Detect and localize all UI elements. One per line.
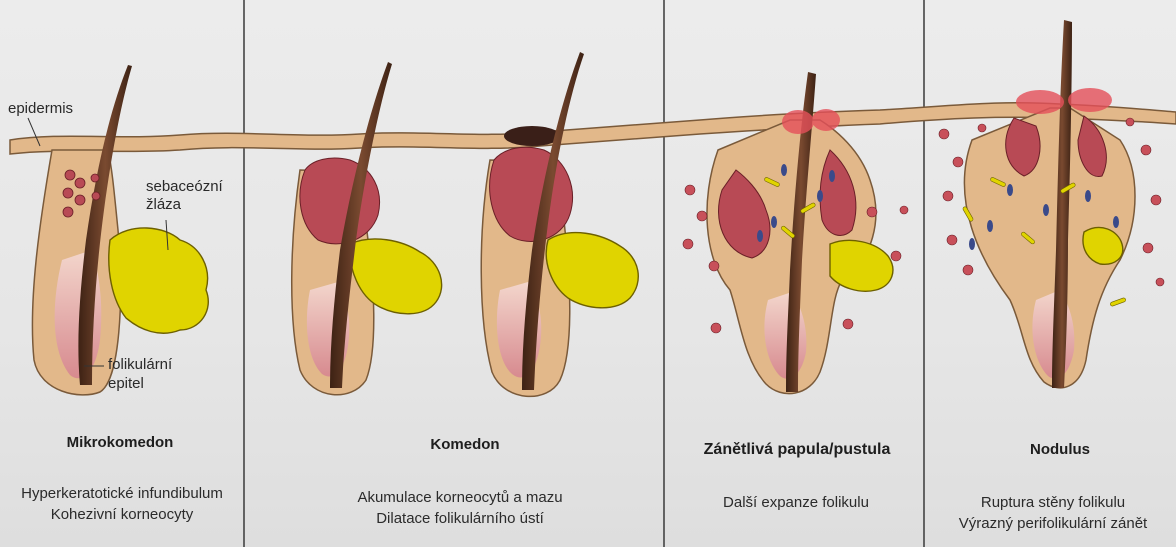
keratin-mass: [490, 147, 573, 241]
stage-title-mikrokomedon: Mikrokomedon: [20, 434, 220, 451]
stage-desc-line1: Akumulace korneocytů a mazu: [330, 488, 590, 508]
nodulus-drawing: [939, 20, 1164, 388]
stage-desc-line2: Dilatace folikulárního ústí: [330, 509, 590, 529]
label-sebaceous-gland-line1: sebaceózní: [146, 178, 223, 196]
stage-desc-line2: Kohezivní korneocyty: [0, 505, 244, 525]
komedon-drawing: [292, 52, 639, 396]
sebaceous-gland: [830, 240, 893, 291]
sebaceous-gland: [109, 228, 209, 333]
label-follicular-epithelium-line1: folikulární: [108, 356, 172, 374]
stage-desc-line1: Hyperkeratotické infundibulum: [0, 484, 244, 504]
label-epidermis: epidermis: [8, 100, 73, 118]
label-sebaceous-gland-line2: žláza: [146, 196, 181, 214]
keratin-mass: [300, 158, 380, 244]
stage-desc-line1: Další expanze folikulu: [676, 493, 916, 513]
stage-desc-line1: Ruptura stěny folikulu: [930, 493, 1176, 513]
stage-title-papula-pustula: Zánětlivá papula/pustula: [672, 441, 922, 459]
stage-title-komedon: Komedon: [340, 436, 590, 453]
blackhead-plug: [504, 126, 560, 146]
stage-desc-line2: Výrazný perifolikulární zánět: [930, 514, 1176, 534]
stage-title-nodulus: Nodulus: [950, 441, 1170, 458]
label-follicular-epithelium-line2: epitel: [108, 375, 144, 393]
